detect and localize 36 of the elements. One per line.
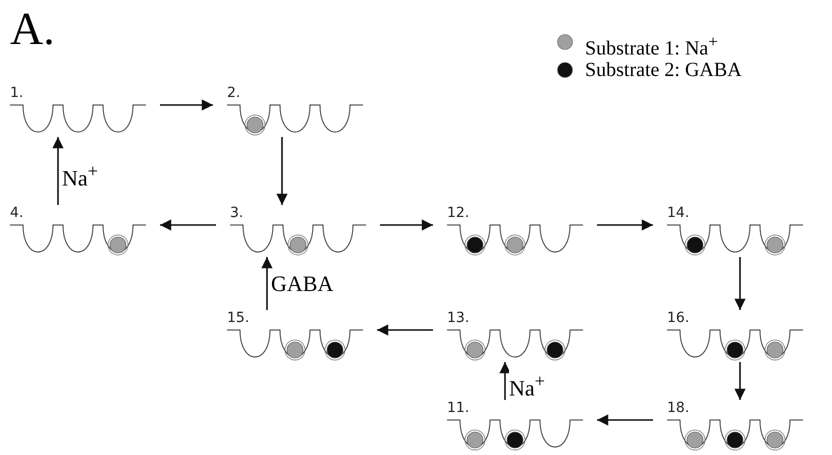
binding-state <box>225 310 365 362</box>
arrow <box>499 362 511 400</box>
state-number: 1. <box>10 85 24 101</box>
arrow <box>380 219 433 231</box>
legend-label: Substrate 1: Na$^{+}$ <box>585 31 718 61</box>
state-number: 3. <box>230 205 244 221</box>
panel-title: A. <box>10 4 55 54</box>
arrow <box>734 362 746 400</box>
state-number: 2. <box>227 85 240 101</box>
arrow <box>160 99 213 111</box>
state-number: 14. <box>667 205 690 221</box>
binding-state <box>228 205 368 257</box>
state-number: 16. <box>667 310 690 326</box>
arrow <box>52 137 64 205</box>
binding-state <box>665 205 805 257</box>
arrow <box>276 137 288 205</box>
arrow <box>160 219 216 231</box>
binding-state <box>445 310 585 362</box>
legend-label: Substrate 2: GABA <box>585 58 742 82</box>
binding-state <box>8 205 148 257</box>
state-number: 12. <box>447 205 470 221</box>
arrow <box>261 257 273 310</box>
binding-state <box>445 400 585 452</box>
binding-state <box>665 400 805 452</box>
arrow <box>377 324 433 336</box>
state-number: 11. <box>447 400 470 416</box>
arrow <box>597 414 653 426</box>
state-number: 13. <box>447 310 470 326</box>
binding-state <box>225 85 365 137</box>
state-number: 15. <box>227 310 250 326</box>
binding-state <box>665 310 805 362</box>
binding-state <box>445 205 585 257</box>
state-number: 4. <box>10 205 24 221</box>
state-number: 18. <box>667 400 690 416</box>
arrow <box>734 257 746 310</box>
arrow <box>597 219 653 231</box>
